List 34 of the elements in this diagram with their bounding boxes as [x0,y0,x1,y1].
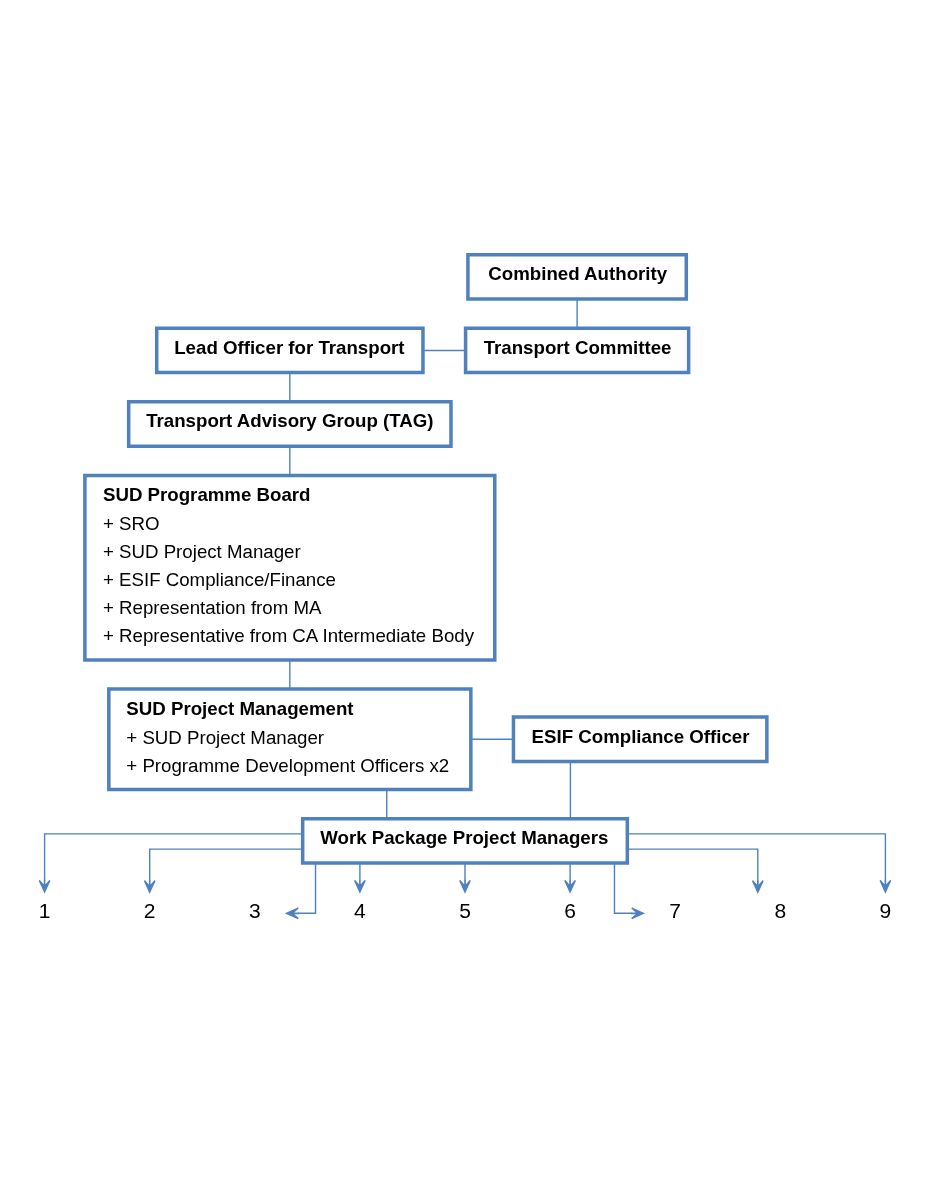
node-text: 4 [354,899,366,923]
connector [576,298,578,329]
arrow [459,862,471,893]
node-box: SUD Programme Board + SRO + SUD Project Manager + ESIF Compliance/Finance + Representation from MA + Representative from CA Intermediate Body [83,473,497,662]
connector [422,349,467,352]
connector [386,789,388,820]
node-box: ESIF Compliance Officer [511,715,769,764]
arrow [626,833,892,893]
node-text: 5 [459,899,471,923]
connector [470,738,514,740]
connector [289,445,291,477]
arrow [627,848,764,893]
arrow [353,862,366,893]
node-box: SUD Project Management + SUD Project Manager + Programme Development Officers x2 [107,687,473,792]
node-box: Transport Committee [463,326,691,375]
arrow [285,862,317,920]
node-text: 9 [879,899,892,923]
node-text: 1 [38,899,51,923]
node-text: 3 [248,899,261,923]
node-text: 8 [774,899,787,923]
arrow [38,833,304,893]
node-box: Transport Advisory Group (TAG) [126,400,453,448]
arrow [564,862,577,893]
connector [289,659,291,690]
node-text: 2 [143,899,156,923]
node-text: 7 [669,899,682,923]
arrow [613,862,645,920]
node-box: Work Package Project Managers [300,816,630,865]
connector [289,372,291,403]
node-box: Combined Authority [466,252,689,301]
node-text: 6 [564,899,576,923]
node-box: Lead Officer for Transport [154,326,425,375]
connector [569,761,572,820]
arrow [143,848,303,893]
